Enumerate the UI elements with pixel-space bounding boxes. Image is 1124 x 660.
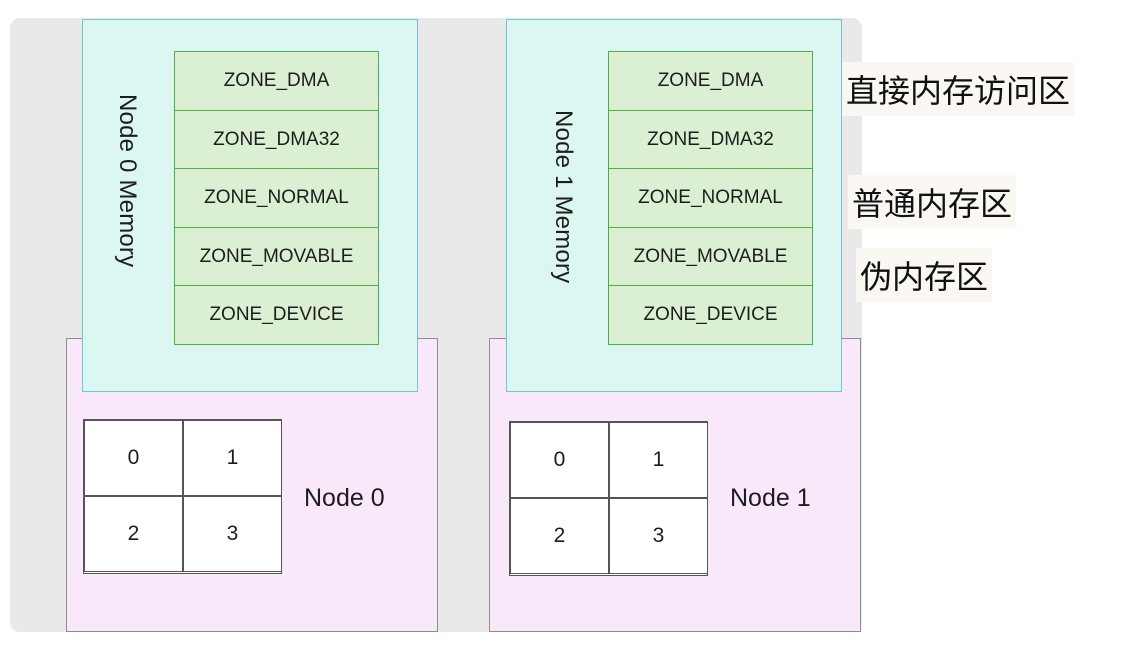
node-0-cpu-1: 1: [183, 420, 282, 496]
node-1-cpu-grid: 0 1 2 3: [509, 421, 708, 576]
node-0-memory-label: Node 0 Memory: [114, 94, 141, 268]
node-1-cpu-2: 2: [510, 498, 609, 574]
node-0-zone-movable: ZONE_MOVABLE: [174, 226, 379, 287]
node-0-zone-normal: ZONE_NORMAL: [174, 168, 379, 228]
node-0-zone-stack: ZONE_DMA ZONE_DMA32 ZONE_NORMAL ZONE_MOV…: [174, 51, 379, 345]
annotation-pseudo-memory: 伪内存区: [856, 248, 993, 302]
node-1-zone-dma: ZONE_DMA: [608, 51, 813, 111]
node-1-zone-stack: ZONE_DMA ZONE_DMA32 ZONE_NORMAL ZONE_MOV…: [608, 51, 813, 345]
node-1-zone-device: ZONE_DEVICE: [608, 285, 813, 345]
node-0-zone-dma32: ZONE_DMA32: [174, 109, 379, 170]
node-0-cpu-0: 0: [84, 420, 183, 496]
node-1-memory-label: Node 1 Memory: [550, 110, 577, 284]
node-1-zone-movable: ZONE_MOVABLE: [608, 226, 813, 287]
node-1-cpu-0: 0: [510, 422, 609, 498]
node-0-cpu-3: 3: [183, 496, 282, 572]
node-1-cpu-3: 3: [609, 498, 708, 574]
node-0-cpu-2: 2: [84, 496, 183, 572]
annotation-normal-memory: 普通内存区: [848, 175, 1017, 229]
node-0-zone-dma: ZONE_DMA: [174, 51, 379, 111]
node-0-zone-device: ZONE_DEVICE: [174, 285, 379, 345]
node-0-label: Node 0: [304, 484, 385, 512]
node-1-zone-dma32: ZONE_DMA32: [608, 109, 813, 170]
node-0-cpu-grid: 0 1 2 3: [83, 419, 282, 574]
node-1-zone-normal: ZONE_NORMAL: [608, 168, 813, 228]
node-1-cpu-1: 1: [609, 422, 708, 498]
node-1-label: Node 1: [730, 484, 811, 512]
annotation-direct-memory-access: 直接内存访问区: [842, 62, 1075, 116]
